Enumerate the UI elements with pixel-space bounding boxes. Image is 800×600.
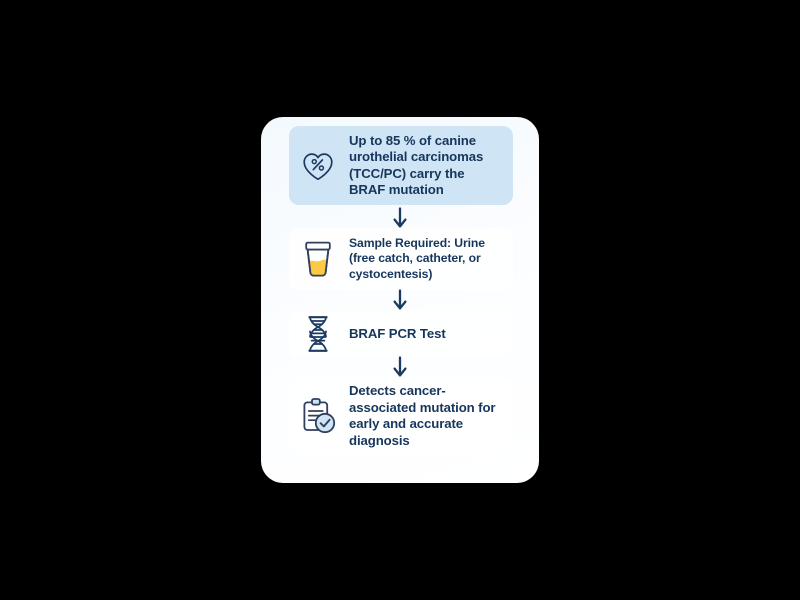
workflow-step-result: Detects cancer-associated mutation for e… xyxy=(289,378,513,454)
workflow-step-label: Up to 85 % of canine urothelial carcinom… xyxy=(349,132,484,198)
workflow-step-label: Sample Required: Urine (free catch, cath… xyxy=(349,236,485,281)
clipboard-check-icon xyxy=(297,395,339,437)
workflow-step-label: Detects cancer-associated mutation for e… xyxy=(349,383,496,448)
heart-percent-icon xyxy=(297,145,339,187)
workflow-step-test-name: BRAF PCR Test xyxy=(289,311,513,357)
arrow-sample-to-test xyxy=(261,288,539,316)
workflow-step-sample-required: Sample Required: Urine (free catch, cath… xyxy=(289,228,513,290)
arrow-down-icon xyxy=(392,206,408,234)
arrow-test-to-result xyxy=(261,355,539,383)
dna-helix-icon xyxy=(297,313,339,355)
arrow-down-icon xyxy=(392,288,408,316)
workflow-step-statistic: Up to 85 % of canine urothelial carcinom… xyxy=(289,126,513,205)
workflow-step-list: Up to 85 % of canine urothelial carcinom… xyxy=(261,117,539,483)
workflow-step-label: BRAF PCR Test xyxy=(349,325,446,341)
arrow-statistic-to-sample xyxy=(261,206,539,234)
braf-workflow-card: Up to 85 % of canine urothelial carcinom… xyxy=(261,117,539,483)
arrow-down-icon xyxy=(392,355,408,383)
urine-cup-icon xyxy=(297,238,339,280)
